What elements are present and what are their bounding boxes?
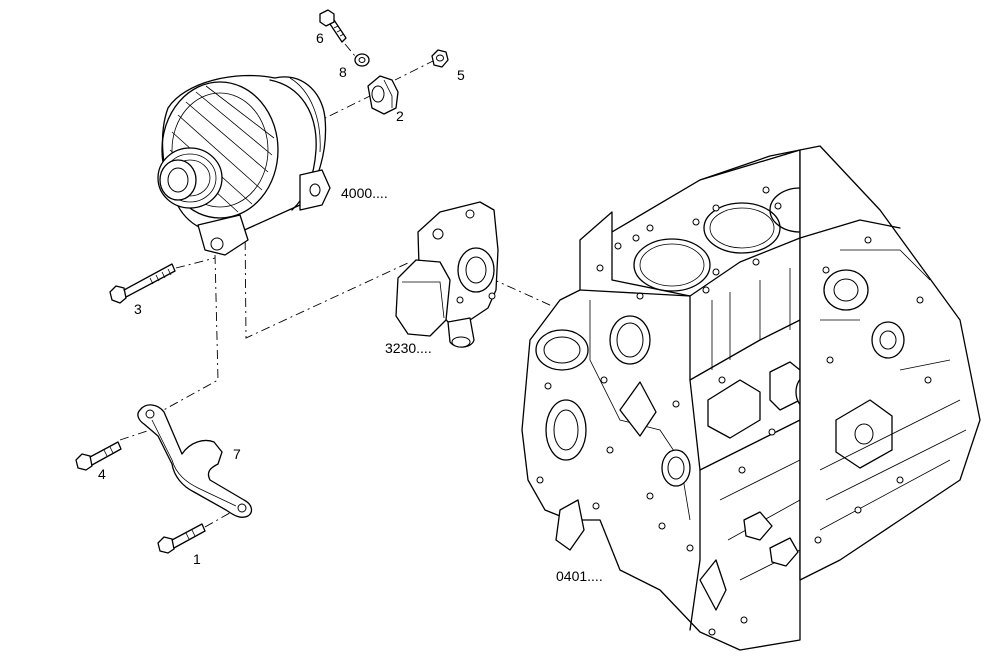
- callout-alternator: 4000....: [341, 185, 388, 201]
- callout-water-pump: 3230....: [385, 340, 432, 356]
- callout-engine-block: 0401....: [556, 568, 603, 584]
- water-pump: [395, 201, 499, 348]
- bolt-1: [157, 523, 206, 554]
- callout-1: 1: [193, 551, 201, 567]
- engine-block: [521, 145, 981, 651]
- callout-7: 7: [233, 446, 241, 462]
- callout-3: 3: [134, 301, 142, 317]
- bolt-3: [109, 263, 176, 304]
- callout-6: 6: [316, 30, 324, 46]
- callout-5: 5: [457, 67, 465, 83]
- callout-2: 2: [396, 108, 404, 124]
- alternator: [157, 74, 331, 256]
- bolt-6: [319, 9, 347, 43]
- bolt-4: [75, 441, 122, 471]
- callout-8: 8: [339, 64, 347, 80]
- nut-5: [431, 49, 449, 68]
- bracket-7: [137, 404, 253, 518]
- callout-4: 4: [98, 466, 106, 482]
- washer-8: [354, 53, 370, 67]
- bushing-2: [367, 75, 399, 115]
